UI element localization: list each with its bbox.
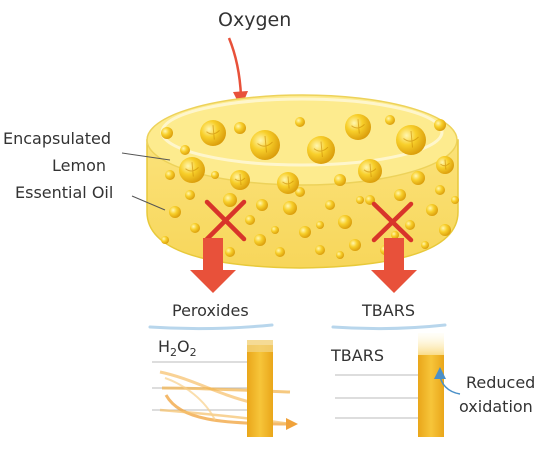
oil-droplet (185, 190, 195, 200)
tbars-panel: TBARS Reduced oxidation (330, 333, 535, 437)
oil-droplet (434, 119, 446, 131)
oil-droplet (161, 236, 169, 244)
oil-droplet (245, 215, 255, 225)
oil-droplet (356, 196, 364, 204)
reduced-label-line2: oxidation (459, 397, 533, 416)
streak (161, 386, 291, 394)
droplet-texture (234, 173, 246, 186)
callout-arrow (434, 367, 461, 395)
red-cross-icon (371, 201, 414, 243)
oxygen-label: Oxygen (218, 9, 291, 31)
tbars-heading: TBARS (361, 301, 415, 320)
peroxides-underline (148, 323, 274, 331)
down-arrow-icon (190, 238, 236, 293)
oil-droplet (307, 136, 335, 164)
h2o2-label: H2O2 (158, 337, 197, 359)
oil-droplet (165, 170, 175, 180)
oil-droplet (385, 115, 395, 125)
h2o2-sub2: 2 (190, 346, 197, 359)
oil-droplet (254, 234, 266, 246)
capsule-label-line1: Encapsulated (3, 129, 111, 148)
oil-droplet (161, 127, 173, 139)
capsule-label-line2: Lemon (52, 156, 106, 175)
oil-droplet (180, 145, 190, 155)
oil-droplet (451, 196, 459, 204)
oil-droplet (325, 200, 335, 210)
oil-droplet (358, 159, 382, 183)
droplet-texture (440, 159, 450, 170)
oil-droplet (411, 171, 425, 185)
droplet-texture (351, 119, 365, 134)
oil-droplet (223, 193, 237, 207)
peroxides-panel: H2O2 (152, 337, 298, 437)
droplet-texture (363, 163, 377, 178)
tbars-bar-empty (418, 333, 444, 355)
oil-droplet (299, 226, 311, 238)
oil-droplet (200, 120, 226, 146)
h2o2-sub1: 2 (170, 346, 177, 359)
oil-droplet (230, 170, 250, 190)
oil-droplet (295, 117, 305, 127)
oil-droplet (271, 226, 279, 234)
droplet-texture (282, 176, 294, 189)
oil-droplet (439, 224, 451, 236)
reduced-label-line1: Reduced (466, 373, 535, 392)
oil-droplet (179, 157, 205, 183)
capsule-top (146, 94, 458, 186)
peroxides-heading: Peroxides (172, 301, 249, 320)
droplet-texture (185, 162, 199, 177)
oil-droplet (334, 174, 346, 186)
h2o2-o: O (177, 337, 190, 356)
tbars-bar (418, 355, 444, 437)
oil-droplets (161, 114, 459, 259)
streak (164, 377, 216, 421)
down-arrow-icon (371, 238, 417, 293)
oil-droplet (256, 199, 268, 211)
oil-droplet (396, 125, 426, 155)
streak (159, 408, 291, 426)
oil-droplet (316, 221, 324, 229)
oil-droplet (426, 204, 438, 216)
droplet-texture (403, 130, 419, 148)
oxygen-arrow-shaft (227, 37, 243, 97)
oil-droplet (250, 130, 280, 160)
oil-droplet (435, 185, 445, 195)
oil-droplet (349, 239, 361, 251)
oil-droplet (295, 187, 305, 197)
droplet-texture (257, 135, 273, 153)
h2o2-h: H (158, 337, 170, 356)
oil-droplet (190, 223, 200, 233)
streak (159, 370, 251, 404)
oil-droplet (405, 220, 415, 230)
oil-droplet (338, 215, 352, 229)
oil-droplet (275, 247, 285, 257)
droplet-texture (206, 125, 220, 140)
tbars-panel-label: TBARS (330, 346, 384, 365)
oil-droplet (277, 172, 299, 194)
oil-droplet (283, 201, 297, 215)
streak-arrowhead (286, 418, 298, 430)
red-cross-icon (204, 199, 247, 242)
callout-line-1 (121, 152, 171, 161)
droplet-texture (313, 141, 329, 158)
oil-droplet (391, 231, 399, 239)
capsule-label-line3: Essential Oil (15, 183, 113, 202)
oil-droplet (421, 241, 429, 249)
oil-droplet (234, 122, 246, 134)
oil-droplet (345, 114, 371, 140)
oil-droplet (336, 251, 344, 259)
oil-droplet (225, 247, 235, 257)
oil-droplet (211, 171, 219, 179)
oil-droplet (169, 206, 181, 218)
peroxides-bar (247, 345, 273, 437)
oil-droplet (315, 245, 325, 255)
peroxides-bar-top (247, 340, 273, 352)
tbars-underline (331, 323, 447, 331)
oil-droplet (394, 189, 406, 201)
callout-line-2 (131, 195, 166, 211)
